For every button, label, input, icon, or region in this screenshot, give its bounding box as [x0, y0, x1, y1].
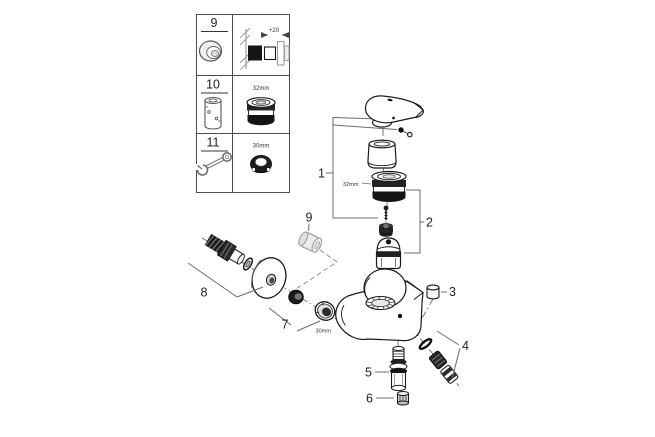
aerator-part-9: [298, 231, 323, 253]
dim-32mm-label: 32mm: [343, 182, 359, 188]
collar-thread-ticks: [366, 296, 395, 310]
adapter-a: [428, 350, 448, 370]
bracket-7: [268, 307, 321, 332]
table-part-number-10: 10: [206, 78, 220, 92]
plug-part-3: [426, 284, 440, 300]
union-through-wall: [248, 45, 262, 61]
leader-9-install-path: [295, 249, 338, 290]
set-screw: [398, 127, 413, 138]
union-nut-30mm: [314, 301, 336, 321]
lever-handle: [364, 95, 424, 128]
callout-6: 6: [366, 392, 373, 406]
table-row-10: 10 32mm: [201, 78, 276, 130]
cartridge: [375, 237, 402, 270]
wrench-icon: [196, 152, 233, 176]
dim-30mm-label: 30mm: [316, 329, 332, 335]
washer: [242, 257, 254, 271]
dim-30mm-table-label: 30mm: [253, 144, 270, 150]
check-valve-part-5: [389, 346, 408, 392]
callout-7: 7: [282, 318, 289, 332]
callout-8: 8: [201, 286, 208, 300]
callout-4: 4: [462, 339, 469, 353]
nut-30mm-thumbnail: [250, 155, 272, 174]
body-screw-port: [397, 313, 403, 319]
handle-screw-hole: [392, 116, 395, 120]
locknut: [379, 223, 393, 237]
gray-cap: [284, 45, 290, 61]
s-union: [204, 233, 245, 265]
wall-hatch: [239, 27, 251, 71]
dim-32mm-leader: [361, 182, 372, 185]
handle-top-slot: [387, 98, 393, 102]
nut-32mm-thumbnail: [246, 97, 276, 126]
escutcheon: [251, 257, 287, 299]
table-part-number-11: 11: [207, 136, 220, 150]
dim-plus20-label: +20: [269, 28, 280, 34]
table-row-9: 9 +20: [198, 16, 290, 71]
o-ring: [418, 337, 433, 351]
gray-sleeve: [277, 41, 285, 66]
callout-5: 5: [365, 366, 372, 380]
cartridge-thumbnail: [204, 96, 222, 130]
callout-3: 3: [449, 285, 456, 299]
leader-9-tick: [308, 223, 310, 232]
bracket-4: [436, 330, 461, 380]
seal-ring-part-7: [288, 289, 304, 305]
screw-bit: [383, 205, 389, 220]
threaded-collar: [365, 295, 396, 311]
bracket-8: [187, 262, 264, 298]
table-row-11: 11 30mm: [196, 136, 272, 176]
dim-32mm-table-label: 32mm: [253, 86, 270, 92]
cap-part-6: [397, 391, 409, 406]
install-depth-diagram: +20: [239, 27, 290, 71]
bracket-2: [404, 189, 424, 254]
callout-9: 9: [306, 211, 313, 225]
extension-piece: [263, 46, 277, 61]
adapter-b: [440, 364, 459, 384]
table-part-number-9: 9: [211, 16, 218, 30]
axis-plug: [420, 298, 434, 321]
cartridge-nut-32mm: [371, 170, 407, 202]
cartridge-cap: [367, 139, 397, 169]
aerator-thumbnail: [198, 40, 223, 62]
callout-2: 2: [426, 216, 433, 230]
callout-1: 1: [318, 167, 325, 181]
